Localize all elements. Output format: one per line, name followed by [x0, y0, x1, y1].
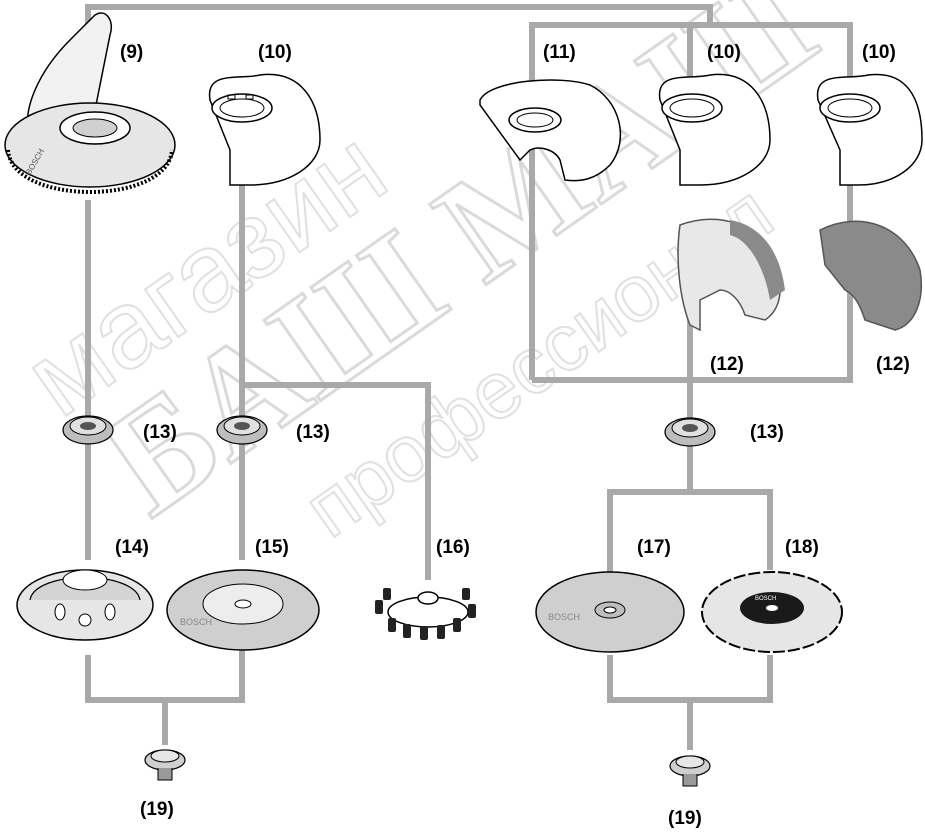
label-10-c: (10): [862, 42, 896, 63]
connector-brush: [242, 382, 431, 580]
guard-11: [479, 79, 622, 182]
label-12-a: (12): [710, 354, 744, 375]
diamond-disc-brand: BOSCH: [755, 596, 776, 602]
connector-right-split: [607, 440, 693, 580]
label-12-b: (12): [876, 354, 910, 375]
flange-13-b: [216, 415, 268, 445]
dust-guard-9: BOSCH: [4, 12, 176, 195]
cutting-disc-brand: BOSCH: [548, 612, 580, 622]
diamond-disc-18: BOSCH: [701, 571, 843, 653]
guard-10-a: [208, 73, 321, 186]
connector-bottom-left: [85, 650, 245, 703]
label-17: (17): [637, 537, 671, 558]
label-13-b: (13): [296, 422, 330, 443]
cup-wheel-14: [16, 569, 154, 641]
flange-13-a: [62, 415, 114, 445]
label-19-a: (19): [140, 799, 174, 820]
label-19-b: (19): [668, 808, 702, 829]
label-13-a: (13): [143, 422, 177, 443]
guard-12-b: [819, 220, 922, 331]
guard-10-b: [658, 73, 771, 186]
grinding-disc-15: BOSCH: [166, 569, 320, 651]
label-13-c: (13): [750, 422, 784, 443]
connector-bottom-right: [607, 655, 773, 703]
flange-13-c: [664, 417, 716, 447]
label-11: (11): [543, 42, 576, 63]
label-15: (15): [255, 537, 289, 558]
label-14: (14): [115, 537, 149, 558]
connector-right-split-b: [690, 489, 773, 570]
label-16: (16): [436, 537, 470, 558]
guard-10-c: [816, 73, 923, 186]
guard-12-a: [677, 218, 785, 332]
wire-brush-16: [375, 588, 476, 640]
cutting-disc-17: BOSCH: [535, 571, 685, 653]
nut-19-a: [144, 749, 186, 781]
label-10-a: (10): [258, 42, 292, 63]
label-18: (18): [785, 537, 819, 558]
grinding-disc-brand: BOSCH: [180, 617, 212, 627]
nut-19-b: [669, 755, 711, 787]
label-10-b: (10): [707, 42, 741, 63]
label-9: (9): [120, 42, 143, 63]
